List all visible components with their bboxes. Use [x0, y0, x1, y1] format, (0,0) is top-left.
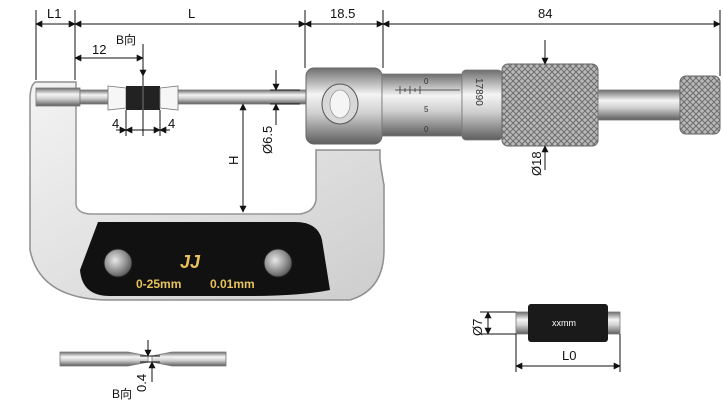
sleeve-mark-2: 0	[424, 125, 429, 134]
b-view-label-bottom: B向	[112, 386, 132, 401]
dim-anvil-left-4: 4	[112, 116, 119, 131]
dim-phi-6-5: Ø6.5	[260, 126, 275, 154]
dim-l: L	[188, 6, 195, 21]
top-dimension-lines	[35, 10, 721, 213]
plate-screw-right	[263, 248, 293, 278]
dim-18-5: 18.5	[330, 6, 355, 21]
dim-h: H	[226, 156, 241, 165]
anvil	[35, 87, 81, 107]
plate-logo: JJ	[180, 252, 201, 272]
thimble-text: 17890	[473, 78, 484, 106]
gauge-body	[528, 304, 608, 342]
anvil-blade-left	[107, 85, 127, 111]
plate-resolution: 0.01mm	[210, 277, 255, 291]
b-view-blade-right	[151, 351, 227, 367]
dim-12: 12	[92, 42, 106, 57]
sleeve-scale	[395, 86, 460, 94]
sleeve-mark-1: 5	[424, 105, 429, 114]
anvil-blade-right	[159, 85, 179, 111]
b-view-dimension-lines	[140, 340, 160, 382]
dim-phi-18: Ø18	[529, 151, 544, 176]
knurled-grip	[501, 63, 599, 147]
dim-0-4: 0.4	[134, 374, 149, 392]
b-view-blade-left	[59, 351, 149, 367]
plate-screw-left	[103, 248, 133, 278]
sleeve-mark-0: 0	[424, 77, 429, 86]
plate-range: 0-25mm	[136, 277, 181, 291]
dim-phi-7: Ø7	[470, 319, 485, 336]
ratchet-neck	[597, 89, 681, 121]
frame-plate	[80, 222, 330, 296]
dim-anvil-right-4: 4	[168, 116, 175, 131]
sleeve	[381, 73, 463, 137]
ratchet-knob	[679, 75, 721, 135]
dim-84: 84	[538, 6, 552, 21]
gauge-label: xxmm	[552, 318, 576, 328]
gauge-dimension-lines	[480, 311, 621, 372]
dim-l0: L0	[562, 348, 576, 363]
dim-l1: L1	[47, 6, 61, 21]
b-view-label-top: B向	[116, 32, 136, 47]
